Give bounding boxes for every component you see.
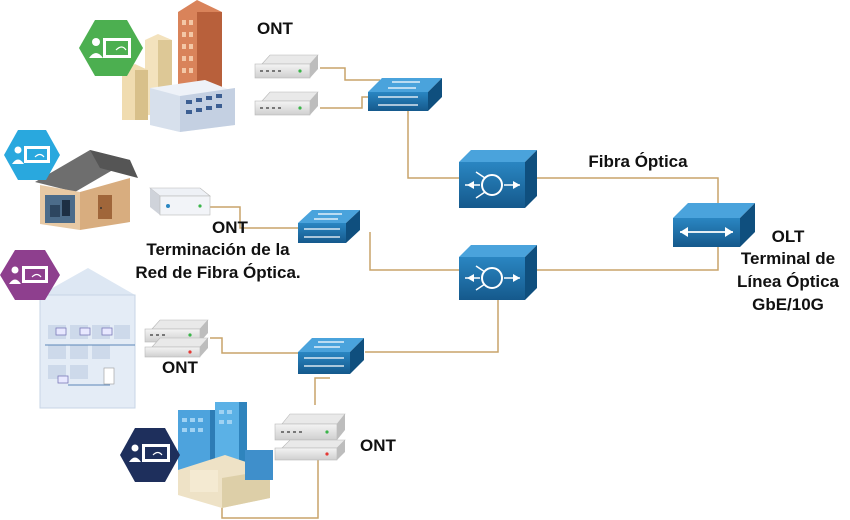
enterprise-user-icon-navy (120, 428, 180, 482)
switch-lower (298, 338, 364, 374)
label-ont-bottom: ONT (360, 436, 397, 455)
link-top-splitter-olt (535, 177, 719, 208)
link-mid-splitter-olt (535, 245, 719, 271)
ont-bottom-unit-1 (274, 413, 346, 441)
label-ont-top: ONT (257, 19, 294, 38)
label-ont-description-line2: Red de Fibra Óptica. (135, 263, 300, 282)
link-top-switch-splitter (407, 110, 462, 179)
olt-device (673, 203, 755, 247)
label-fiber-optic: Fibra Óptica (588, 152, 688, 171)
office-buildings-bottom (178, 402, 273, 508)
link-mid-switch-splitter (369, 232, 462, 271)
house (35, 150, 138, 230)
home-user-icon-lightblue (4, 130, 60, 180)
label-ont-lower: ONT (162, 358, 199, 377)
apartment-building (39, 268, 136, 409)
label-olt-line3: GbE/10G (752, 295, 824, 314)
label-olt-line2: Línea Óptica (737, 272, 840, 291)
ont-middle (149, 187, 211, 216)
label-ont-middle: ONT (212, 218, 249, 237)
link-lower-ont-switch (210, 337, 298, 354)
fiber-connections (210, 67, 719, 519)
ont-bottom-unit-2 (274, 439, 346, 461)
business-user-icon-green (79, 20, 143, 76)
switch-top (368, 78, 442, 111)
link-mid-ont-switch (210, 206, 298, 229)
link-top-ont1-switch (320, 67, 380, 81)
splitter-top (459, 150, 537, 208)
splitter-middle (459, 245, 537, 300)
office-buildings-top (122, 0, 235, 132)
ont-top-unit-2 (254, 91, 319, 116)
link-bottom-ont-switch (314, 377, 330, 405)
switch-middle (298, 210, 360, 243)
link-lower-splitter-switch (365, 300, 499, 353)
ont-lower-unit-2 (144, 337, 209, 358)
label-ont-description-line1: Terminación de la (146, 240, 290, 259)
label-olt: OLT (772, 227, 805, 246)
label-olt-line1: Terminal de (741, 249, 835, 268)
ont-top-unit-1 (254, 54, 319, 79)
apartment-user-icon-purple (0, 250, 60, 300)
